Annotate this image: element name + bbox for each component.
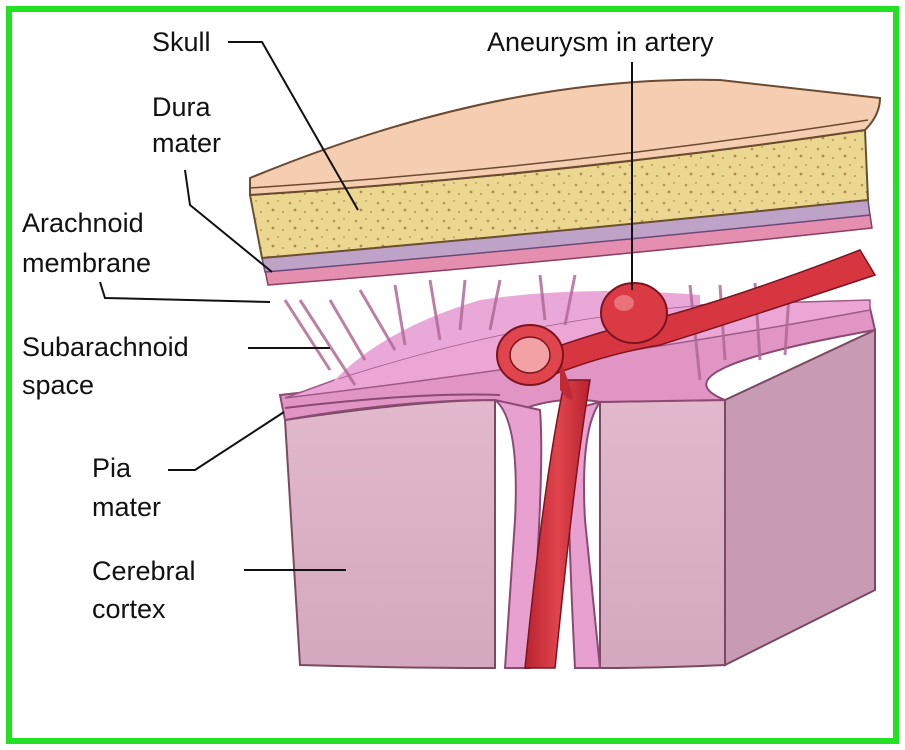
label-pia-mater-line2: mater: [92, 492, 161, 522]
label-dura-mater-line1: Dura: [152, 92, 211, 122]
label-arachnoid-line1: Arachnoid: [22, 208, 144, 238]
label-skull: Skull: [152, 27, 211, 57]
aneurysm-bulge: [601, 283, 667, 343]
label-cerebral-cortex-line1: Cerebral: [92, 556, 196, 586]
label-arachnoid-line2: membrane: [22, 248, 151, 278]
label-aneurysm-in-artery: Aneurysm in artery: [487, 27, 714, 57]
label-dura-mater-line2: mater: [152, 128, 221, 158]
label-cerebral-cortex-line2: cortex: [92, 594, 166, 624]
label-subarachnoid-line2: space: [22, 370, 94, 400]
label-subarachnoid-line1: Subarachnoid: [22, 332, 189, 362]
label-pia-mater-line1: Pia: [92, 453, 131, 483]
